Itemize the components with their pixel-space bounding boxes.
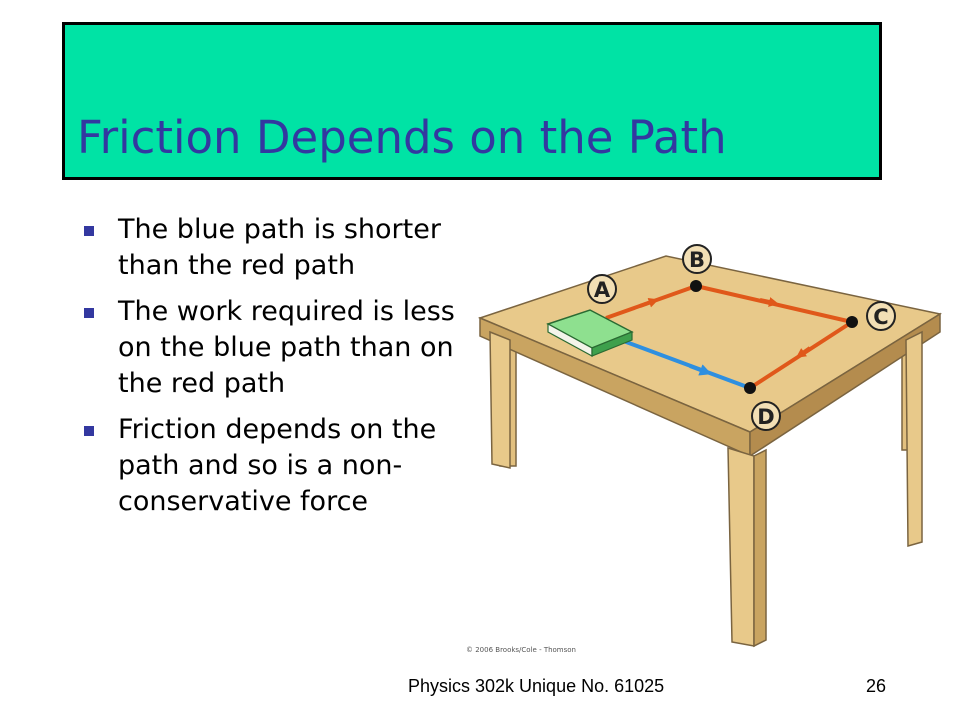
bullet-item: Friction depends on the path and so is a…	[84, 412, 464, 520]
svg-text:A: A	[594, 278, 611, 302]
table-front-legs	[489, 330, 923, 648]
table-top	[477, 255, 942, 458]
point-label-a: A	[587, 274, 617, 304]
figure-copyright: © 2006 Brooks/Cole - Thomson	[466, 646, 576, 654]
footer-course: Physics 302k Unique No. 61025	[408, 676, 665, 696]
blue-path	[609, 334, 751, 390]
svg-text:C: C	[873, 305, 888, 329]
bullet-item: The blue path is shorter than the red pa…	[84, 212, 464, 284]
table-path-illustration: A B C D	[477, 244, 942, 648]
point-label-c: C	[866, 301, 896, 331]
page-number: 26	[866, 676, 887, 696]
bullet-text: The blue path is shorter than the red pa…	[118, 214, 441, 281]
svg-text:D: D	[757, 405, 774, 429]
bullet-text: Friction depends on the path and so is a…	[118, 414, 437, 517]
square-bullet-icon	[84, 426, 94, 436]
svg-text:B: B	[689, 248, 705, 272]
book-icon	[546, 309, 634, 358]
slide-title: Friction Depends on the Path	[77, 111, 727, 164]
title-bar: Friction Depends on the Path	[62, 22, 882, 180]
bullet-text: The work required is less on the blue pa…	[118, 296, 455, 399]
square-bullet-icon	[84, 308, 94, 318]
bullet-list: The blue path is shorter than the red pa…	[84, 212, 464, 530]
bullet-item: The work required is less on the blue pa…	[84, 294, 464, 402]
red-path	[605, 284, 854, 390]
square-bullet-icon	[84, 226, 94, 236]
path-points	[690, 280, 858, 394]
point-label-d: D	[751, 401, 781, 431]
point-label-b: B	[682, 244, 712, 274]
